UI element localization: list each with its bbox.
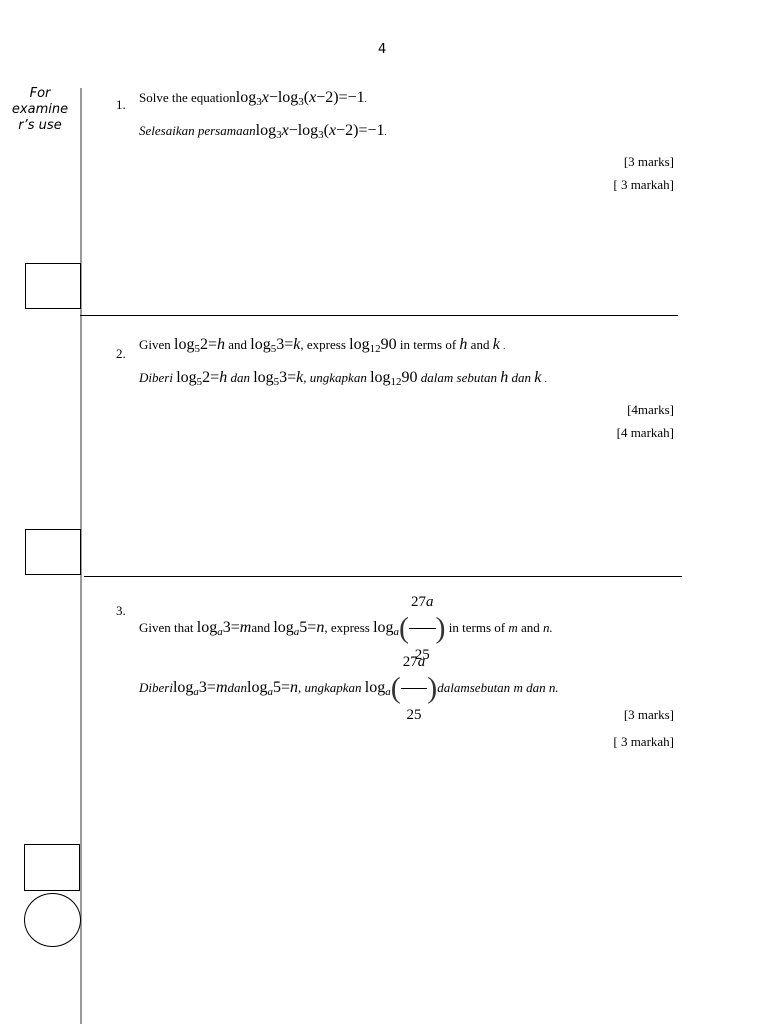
question-3-english: Given that loga3=mand loga5=n, express l… — [139, 576, 553, 681]
question-3-malay: Diberiloga3=mdanloga5=n, ungkapkan loga(… — [139, 636, 559, 741]
examiner-use-label: For examine r’s use — [11, 86, 69, 133]
question-1-english: Solve the equationlog3x−log3(x−2)=−1. — [139, 89, 367, 108]
question-1-mark-box[interactable] — [25, 263, 81, 309]
question-3-markah: [ 3 markah] — [613, 734, 674, 749]
separator-2 — [84, 576, 682, 577]
margin-line — [80, 88, 82, 1024]
question-2-mark-box[interactable] — [25, 529, 81, 575]
question-3-number: 3. — [116, 603, 126, 618]
separator-1 — [80, 315, 678, 316]
question-2-number: 2. — [116, 346, 126, 361]
question-2-malay: Diberi log52=h dan log53=k, ungkapkan lo… — [139, 369, 547, 388]
question-1-malay: Selesaikan persamaanlog3x−log3(x−2)=−1. — [139, 122, 387, 141]
question-2-markah: [4 markah] — [616, 425, 674, 440]
question-2-english: Given log52=h and log53=k, express log12… — [139, 336, 506, 355]
q1-equation-malay: log3x−log3(x−2)=−1 — [255, 122, 385, 141]
question-3-mark-circle[interactable] — [24, 893, 81, 947]
question-1-number: 1. — [116, 97, 126, 112]
q1-equation: log3x−log3(x−2)=−1 — [235, 89, 365, 108]
question-3-mark-box[interactable] — [24, 844, 80, 891]
question-1-marks: [3 marks] — [623, 154, 674, 169]
page-number: 4 — [378, 42, 387, 57]
question-3-marks: [3 marks] — [623, 707, 674, 722]
question-2-marks: [4marks] — [627, 402, 674, 417]
question-1-markah: [ 3 markah] — [613, 177, 674, 192]
